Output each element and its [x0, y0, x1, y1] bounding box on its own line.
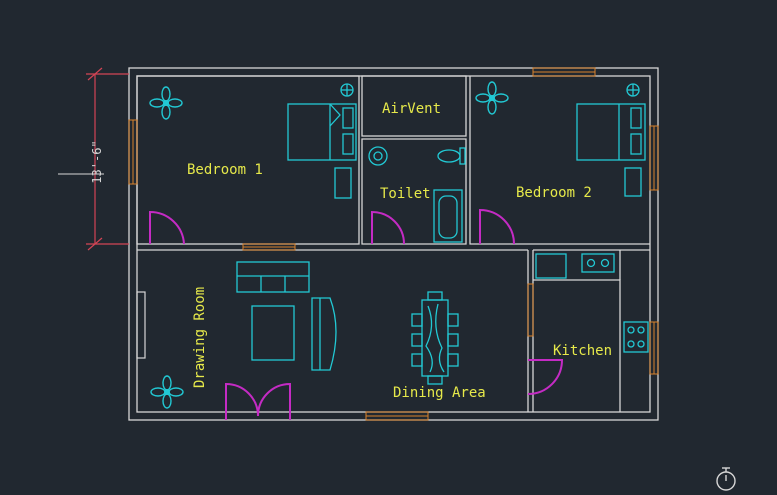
dimension-line	[86, 67, 129, 251]
sofa-set	[236, 261, 337, 371]
room-label-bedroom-1: Bedroom 1	[187, 162, 263, 178]
windows	[128, 67, 659, 421]
room-label-airvent: AirVent	[382, 101, 441, 117]
fan-icon	[475, 81, 509, 115]
room-label-toilet: Toilet	[380, 186, 431, 202]
bedroom2-furniture	[576, 83, 646, 197]
doors	[149, 208, 564, 420]
toilet-fixtures	[368, 146, 466, 243]
room-label-bedroom-2: Bedroom 2	[516, 185, 592, 201]
bedroom1-furniture	[287, 83, 357, 199]
fan-icon	[149, 86, 183, 120]
dimension-text: 13'-6"	[90, 140, 104, 183]
stopwatch-icon[interactable]	[716, 467, 736, 491]
dining-table	[411, 291, 459, 385]
room-label-dining-area: Dining Area	[393, 385, 486, 401]
fan-icon	[150, 375, 184, 409]
drawing-room-window	[136, 291, 146, 359]
kitchen-fixtures	[535, 253, 649, 353]
interior-walls	[136, 75, 650, 412]
room-label-drawing-room: Drawing Room	[192, 287, 208, 388]
room-label-kitchen: Kitchen	[553, 343, 612, 359]
